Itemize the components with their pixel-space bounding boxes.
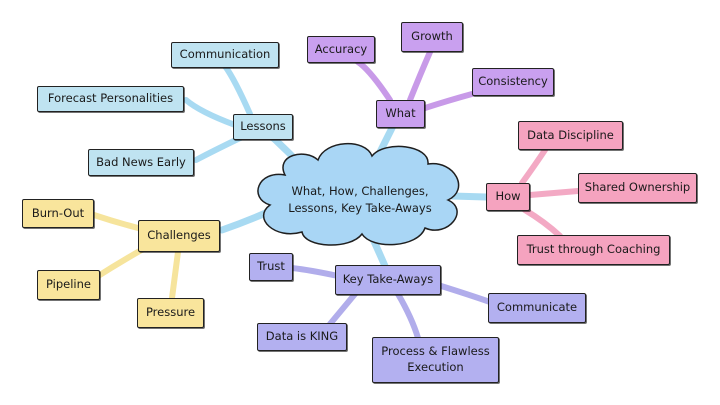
challenges-item-pipeline: Pipeline	[37, 270, 100, 300]
connector-challenges-pressure	[169, 249, 181, 301]
challenges-item-pressure: Pressure	[137, 298, 204, 328]
takeaways-item-communicate: Communicate	[488, 293, 586, 323]
what-item-growth: Growth	[401, 22, 463, 52]
connector-challenges-pipeline	[92, 245, 148, 281]
lessons-item-communication: Communication	[171, 42, 279, 68]
connector-lessons-forecast	[183, 97, 238, 128]
lessons-item-bad-news-early: Bad News Early	[88, 149, 194, 176]
how-item-shared-ownership: Shared Ownership	[578, 173, 697, 203]
connector-center-how	[448, 192, 490, 201]
connector-takeaways-data	[327, 291, 358, 327]
connector-takeaways-process	[395, 291, 421, 341]
connector-how-data	[519, 147, 548, 186]
center-cloud	[257, 142, 460, 246]
what-item-accuracy: Accuracy	[307, 36, 375, 63]
branch-what: What	[376, 100, 425, 128]
lessons-item-forecast-personalities: Forecast Personalities	[37, 86, 184, 112]
branch-how: How	[486, 183, 530, 211]
connector-center-challenges	[218, 208, 272, 234]
how-item-trust-through-coaching: Trust through Coaching	[517, 235, 670, 265]
connector-challenges-burnout	[91, 212, 141, 231]
connector-how-trust	[522, 207, 563, 239]
how-item-data-discipline: Data Discipline	[518, 121, 623, 150]
branch-challenges: Challenges	[138, 220, 220, 252]
branch-lessons: Lessons	[233, 114, 293, 140]
takeaways-item-data-is-king: Data is KING	[257, 323, 347, 351]
challenges-item-burn-out: Burn-Out	[22, 199, 94, 228]
central-topic-line-1: What, How, Challenges,	[291, 184, 429, 199]
connector-lessons-badnews	[193, 135, 243, 163]
branch-key-take-aways: Key Take-Aways	[335, 265, 441, 295]
connector-what-accuracy	[355, 59, 393, 103]
what-item-consistency: Consistency	[472, 68, 554, 96]
connector-what-consistency	[422, 91, 475, 111]
connector-lessons-communication	[222, 63, 253, 117]
connector-how-shared	[527, 188, 581, 198]
takeaways-item-process-flawless-execution: Process & Flawless Execution	[372, 337, 499, 383]
connector-takeaways-communicate	[435, 282, 493, 305]
central-topic: What, How, Challenges, Lessons, Key Take…	[276, 178, 444, 222]
takeaways-item-trust: Trust	[249, 253, 293, 281]
connector-takeaways-trust	[289, 265, 341, 279]
central-topic-line-2: Lessons, Key Take-Aways	[288, 201, 432, 215]
connector-what-growth	[407, 49, 433, 103]
